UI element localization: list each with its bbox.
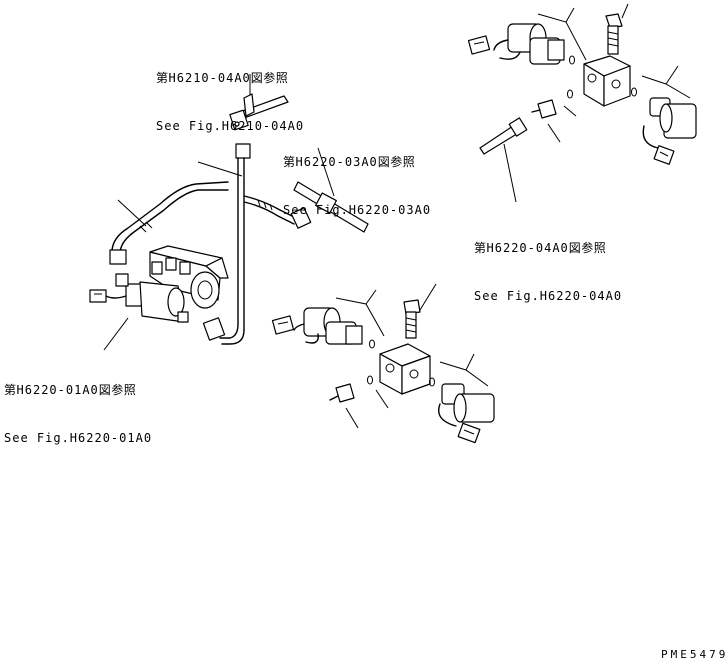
leader-mid-coil-right bbox=[465, 353, 475, 371]
leader-top-switch bbox=[547, 123, 561, 143]
bracket-right-coil bbox=[641, 75, 691, 99]
mid-coil-group bbox=[271, 307, 363, 345]
leader-top-oring bbox=[563, 105, 577, 117]
reference-en-line: See Fig.H6210-04A0 bbox=[156, 119, 305, 133]
mid-coil-right bbox=[438, 383, 495, 444]
leader-h6220-04 bbox=[503, 143, 517, 203]
mid-small-parts bbox=[329, 339, 435, 403]
bracket-mid-coil bbox=[335, 297, 385, 337]
leader-hose-vertical bbox=[197, 161, 243, 177]
leader-mid-bolt bbox=[419, 283, 437, 311]
top-coil-group bbox=[467, 23, 565, 65]
top-bolt bbox=[605, 13, 623, 55]
leader-right-coil bbox=[665, 65, 679, 85]
tube-fitting-h6220-03 bbox=[293, 181, 369, 233]
valve-assembly-h6220-01 bbox=[89, 245, 229, 323]
leader-mid-switch bbox=[345, 407, 359, 429]
reference-label-h6220-04a0: 第H6220-04A0図参照 See Fig.H6220-04A0 bbox=[474, 208, 622, 320]
reference-jp-line: 第H6220-01A0図参照 bbox=[4, 383, 137, 397]
reference-en-line: See Fig.H6220-03A0 bbox=[283, 203, 432, 217]
reference-en-line: See Fig.H6220-04A0 bbox=[474, 289, 623, 303]
reference-jp-line: 第H6220-04A0図参照 bbox=[474, 241, 607, 255]
vertical-hose bbox=[202, 143, 251, 345]
bracket-top-coil bbox=[537, 13, 587, 61]
hose-left bbox=[109, 181, 229, 265]
leader-mid-oring bbox=[375, 389, 389, 409]
leader-h6220-03 bbox=[317, 147, 335, 197]
leader-lines bbox=[103, 3, 679, 429]
reference-label-h6220-01a0: 第H6220-01A0図参照 See Fig.H6220-01A0 bbox=[4, 350, 152, 462]
leader-top-coil bbox=[565, 7, 575, 23]
mid-valve-block bbox=[379, 343, 431, 395]
drawing-code: PME5479 bbox=[661, 648, 728, 661]
leader-mid-coil bbox=[365, 289, 377, 305]
reference-jp-line: 第H6210-04A0図参照 bbox=[156, 71, 289, 85]
reference-jp-line: 第H6220-03A0図参照 bbox=[283, 155, 416, 169]
hose-upper-right bbox=[243, 195, 312, 229]
top-small-parts bbox=[479, 55, 637, 155]
leader-top-bolt bbox=[621, 3, 629, 19]
reference-label-h6220-03a0: 第H6220-03A0図参照 See Fig.H6220-03A0 bbox=[283, 122, 431, 234]
top-valve-block bbox=[583, 55, 631, 107]
tube-fitting-h6210 bbox=[229, 93, 289, 131]
mid-bolt bbox=[403, 299, 421, 339]
leader-hose-left bbox=[117, 199, 147, 227]
right-coil-group bbox=[642, 97, 697, 165]
reference-label-h6210-04a0: 第H6210-04A0図参照 See Fig.H6210-04A0 bbox=[156, 38, 304, 150]
bracket-mid-coil-right bbox=[439, 361, 489, 387]
reference-en-line: See Fig.H6220-01A0 bbox=[4, 431, 153, 445]
leader-h6220-01 bbox=[103, 317, 129, 351]
group-brackets bbox=[335, 13, 691, 387]
